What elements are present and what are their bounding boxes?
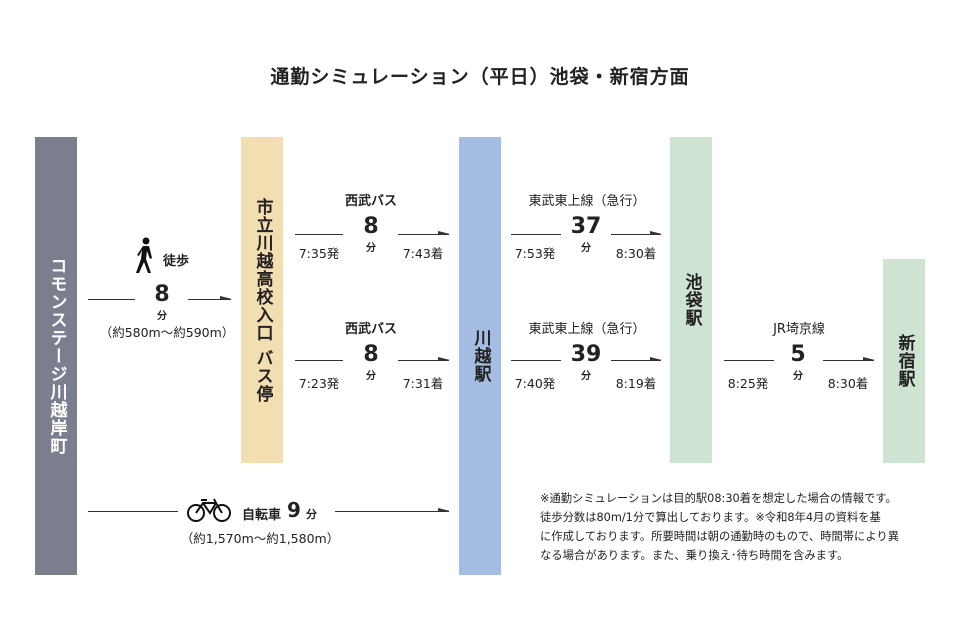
kawagoe-bar: 川越駅	[459, 137, 501, 575]
tobu2-line	[511, 360, 561, 361]
bus2-line	[295, 360, 343, 361]
jr-dep: 8:25発	[727, 376, 769, 391]
walk-arrow	[188, 296, 232, 300]
tobu2-arr: 8:19着	[615, 376, 657, 391]
bus1-dep: 7:35発	[298, 246, 340, 261]
walk-minutes: 8	[154, 282, 170, 307]
walking-person-icon	[136, 237, 152, 273]
tobu1-arrow	[611, 231, 662, 235]
tobu1-line	[511, 234, 561, 235]
bicycle-icon	[187, 498, 231, 522]
footnote-line: ※通勤シミュレーションは目的駅08:30着を想定した場合の情報です。	[540, 492, 897, 505]
shinjuku-bar: 新宿駅	[883, 259, 925, 463]
tobu1-unit: 分	[581, 243, 591, 254]
bus1-arrow	[398, 231, 450, 235]
tobu1-dep: 7:53発	[514, 246, 556, 261]
bus2-arrow	[398, 357, 450, 361]
walk-unit: 分	[157, 311, 167, 322]
tobu2-arrow	[611, 357, 662, 361]
ikebukuro-bar: 池袋駅	[670, 137, 712, 463]
bus-stop-bar: 市立川越高校入口 バス停	[241, 137, 283, 463]
bike-line	[88, 511, 178, 512]
bike-arrow	[335, 508, 450, 512]
footnote: ※通勤シミュレーションは目的駅08:30着を想定した場合の情報です。 徒歩分数は…	[540, 489, 940, 565]
bike-minutes: 9	[287, 498, 301, 522]
bus2-unit: 分	[366, 371, 376, 382]
jr-minutes: 5	[790, 342, 806, 367]
tobu2-unit: 分	[581, 371, 591, 382]
tobu1-minutes: 37	[570, 214, 602, 239]
footnote-line: なる場合があります。また、乗り換え･待ち時間を含みます。	[540, 549, 849, 562]
bus2-minutes: 8	[363, 342, 379, 367]
bike-distance: （約1,570m～約1,580m）	[180, 531, 340, 546]
bus1-arr: 7:43着	[402, 246, 444, 261]
bus-stop-label: 市立川越高校入口 バス停	[252, 197, 273, 403]
bike-label: 自転車	[242, 508, 282, 523]
jr-unit: 分	[793, 371, 803, 382]
bus1-label: 西武バス	[344, 194, 397, 209]
origin-label: コモンステージ川越岸町	[46, 257, 67, 455]
bus1-line	[295, 234, 343, 235]
walk-label: 徒歩	[163, 254, 190, 269]
bus2-arr: 7:31着	[402, 376, 444, 391]
jr-arr: 8:30着	[827, 376, 869, 391]
jr-label: JR埼京線	[773, 322, 825, 337]
ikebukuro-label: 池袋駅	[681, 273, 702, 327]
footnote-line: 徒歩分数は80m/1分で算出しております。※令和8年4月の資料を基	[540, 511, 881, 524]
footnote-line: に作成しております。所要時間は朝の通勤時のもので、時間帯により異	[540, 530, 900, 543]
jr-arrow	[823, 357, 875, 361]
tobu2-dep: 7:40発	[514, 376, 556, 391]
origin-bar: コモンステージ川越岸町	[35, 137, 77, 575]
tobu2-minutes: 39	[570, 342, 602, 367]
walk-line	[88, 299, 135, 300]
tobu1-label: 東武東上線（急行）	[528, 194, 646, 209]
tobu2-label: 東武東上線（急行）	[528, 322, 646, 337]
bike-unit: 分	[306, 508, 317, 521]
bus1-unit: 分	[366, 243, 376, 254]
jr-line	[724, 360, 774, 361]
tobu1-arr: 8:30着	[615, 246, 657, 261]
walk-distance: （約580m～約590m）	[99, 325, 235, 340]
shinjuku-label: 新宿駅	[894, 334, 915, 388]
bus1-minutes: 8	[363, 214, 379, 239]
page-title: 通勤シミュレーション（平日）池袋・新宿方面	[270, 66, 690, 88]
bus2-dep: 7:23発	[298, 376, 340, 391]
bus2-label: 西武バス	[344, 322, 397, 337]
kawagoe-label: 川越駅	[470, 329, 491, 383]
